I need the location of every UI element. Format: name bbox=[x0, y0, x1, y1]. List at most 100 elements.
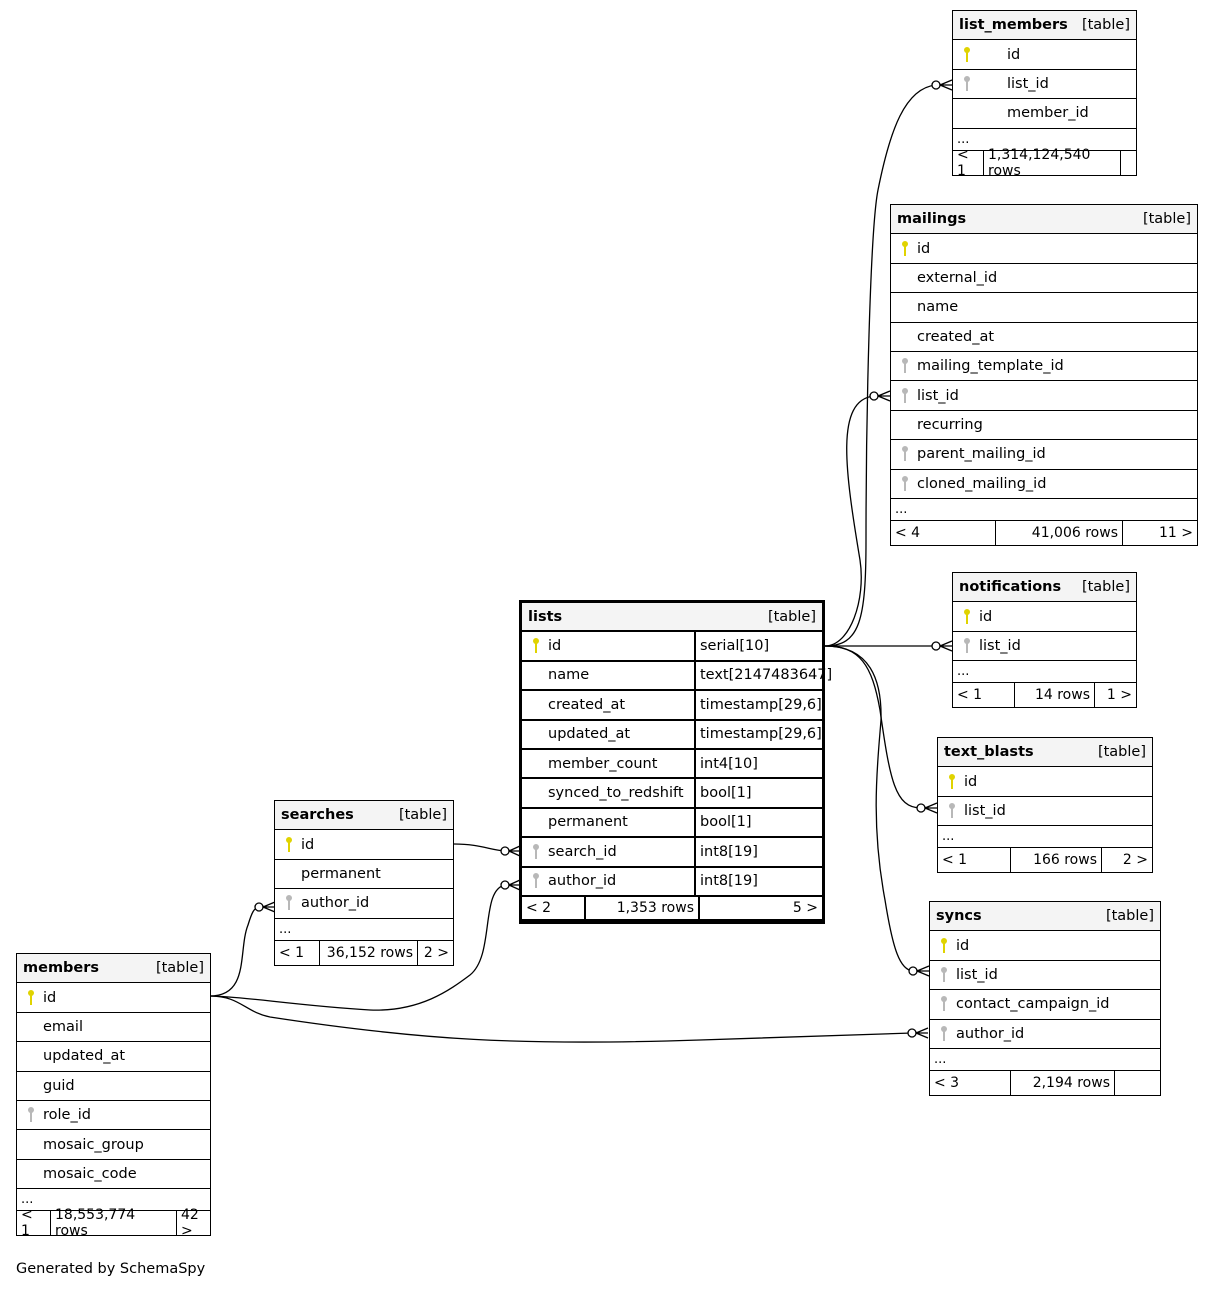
column-cell[interactable]: recurring bbox=[891, 411, 1197, 439]
more-columns-ellipsis[interactable]: ... bbox=[938, 826, 1152, 849]
column-cell[interactable]: created_at bbox=[522, 691, 694, 718]
table-name[interactable]: text_blasts bbox=[944, 744, 1034, 761]
column-row[interactable]: mailing_template_id bbox=[891, 352, 1197, 382]
table-name[interactable]: members bbox=[23, 960, 100, 977]
column-cell[interactable]: mosaic_code bbox=[17, 1160, 210, 1188]
column-cell[interactable]: updated_at bbox=[522, 721, 694, 748]
column-row[interactable]: id bbox=[953, 602, 1136, 632]
column-row[interactable]: created_at bbox=[891, 323, 1197, 352]
column-row[interactable]: member_id bbox=[953, 99, 1136, 129]
column-row[interactable]: list_id bbox=[953, 632, 1136, 662]
column-cell[interactable]: id bbox=[522, 632, 694, 659]
table-name[interactable]: lists bbox=[528, 608, 563, 625]
column-cell[interactable]: list_id bbox=[953, 632, 1136, 660]
column-row[interactable]: guid bbox=[17, 1072, 210, 1101]
column-row[interactable]: id bbox=[930, 931, 1160, 961]
column-cell[interactable]: name bbox=[522, 662, 694, 689]
column-row[interactable]: id bbox=[275, 830, 453, 860]
column-cell[interactable]: search_id bbox=[522, 838, 694, 865]
column-row[interactable]: contact_campaign_id bbox=[930, 990, 1160, 1020]
parents-count-link[interactable]: < 1 bbox=[957, 146, 969, 179]
more-columns-ellipsis[interactable]: ... bbox=[891, 499, 1197, 521]
more-columns-ellipsis[interactable]: ... bbox=[930, 1049, 1160, 1071]
column-cell[interactable]: role_id bbox=[17, 1101, 210, 1129]
column-cell[interactable]: contact_campaign_id bbox=[930, 990, 1160, 1018]
column-cell[interactable]: id bbox=[953, 40, 1136, 68]
column-row[interactable]: parent_mailing_id bbox=[891, 440, 1197, 470]
table-header[interactable]: notifications[table] bbox=[953, 573, 1136, 603]
column-cell[interactable]: guid bbox=[17, 1072, 210, 1100]
column-row[interactable]: id bbox=[891, 234, 1197, 264]
column-cell[interactable]: list_id bbox=[953, 70, 1136, 98]
table-header[interactable]: text_blasts[table] bbox=[938, 738, 1152, 768]
column-cell[interactable]: id bbox=[891, 234, 1197, 262]
column-cell[interactable]: id bbox=[275, 830, 453, 858]
column-cell[interactable]: id bbox=[953, 602, 1136, 630]
column-cell[interactable]: created_at bbox=[891, 323, 1197, 351]
column-cell[interactable]: cloned_mailing_id bbox=[891, 470, 1197, 498]
children-count-link[interactable] bbox=[1114, 1070, 1160, 1095]
column-cell[interactable]: list_id bbox=[930, 961, 1160, 989]
table-header[interactable]: list_members[table] bbox=[953, 11, 1136, 41]
column-row[interactable]: list_id bbox=[953, 70, 1136, 100]
table-name[interactable]: notifications bbox=[959, 579, 1062, 596]
column-cell[interactable]: id bbox=[938, 767, 1152, 795]
parents-count-link[interactable]: < 2 bbox=[526, 899, 552, 916]
more-columns-ellipsis[interactable]: ... bbox=[17, 1189, 210, 1212]
column-cell[interactable]: parent_mailing_id bbox=[891, 440, 1197, 468]
table-name[interactable]: mailings bbox=[897, 211, 967, 228]
column-row[interactable]: list_id bbox=[930, 961, 1160, 991]
column-cell[interactable]: id bbox=[930, 931, 1160, 959]
column-cell[interactable]: id bbox=[17, 983, 210, 1011]
more-columns-ellipsis[interactable]: ... bbox=[275, 919, 453, 941]
column-cell[interactable]: member_count bbox=[522, 750, 694, 777]
column-row[interactable]: list_id bbox=[891, 381, 1197, 411]
more-columns-ellipsis[interactable]: ... bbox=[953, 129, 1136, 151]
column-cell[interactable]: name bbox=[891, 293, 1197, 321]
column-cell[interactable]: author_id bbox=[522, 868, 694, 895]
column-cell[interactable]: email bbox=[17, 1013, 210, 1041]
column-row[interactable]: mosaic_code bbox=[17, 1160, 210, 1190]
column-cell[interactable]: list_id bbox=[938, 797, 1152, 825]
column-row[interactable]: updated_at bbox=[17, 1042, 210, 1072]
parents-count-link[interactable]: < 1 bbox=[942, 852, 968, 869]
table-name[interactable]: searches bbox=[281, 807, 354, 824]
parents-count-link[interactable]: < 1 bbox=[279, 944, 305, 961]
column-row[interactable]: role_id bbox=[17, 1101, 210, 1131]
column-row[interactable]: id bbox=[953, 40, 1136, 70]
column-cell[interactable]: member_id bbox=[953, 99, 1136, 127]
column-row[interactable]: permanent bbox=[275, 860, 453, 890]
column-row[interactable]: email bbox=[17, 1013, 210, 1043]
column-cell[interactable]: author_id bbox=[930, 1020, 1160, 1048]
children-count-link[interactable]: 2 > bbox=[417, 940, 453, 965]
table-header[interactable]: members[table] bbox=[17, 954, 210, 984]
table-header[interactable]: searches[table] bbox=[275, 801, 453, 831]
column-row[interactable]: external_id bbox=[891, 264, 1197, 294]
parents-count-link[interactable]: < 4 bbox=[895, 524, 921, 541]
parents-count-link[interactable]: < 3 bbox=[934, 1074, 960, 1091]
children-count-link[interactable] bbox=[1120, 150, 1136, 175]
more-columns-ellipsis[interactable]: ... bbox=[953, 661, 1136, 684]
table-header[interactable]: lists[table] bbox=[522, 603, 822, 633]
column-row[interactable]: id bbox=[938, 767, 1152, 797]
column-cell[interactable]: author_id bbox=[275, 889, 453, 917]
column-cell[interactable]: mosaic_group bbox=[17, 1130, 210, 1158]
column-cell[interactable]: list_id bbox=[891, 381, 1197, 409]
table-name[interactable]: list_members bbox=[959, 17, 1068, 34]
column-row[interactable]: name bbox=[891, 293, 1197, 323]
children-count-link[interactable]: 5 > bbox=[698, 896, 822, 919]
